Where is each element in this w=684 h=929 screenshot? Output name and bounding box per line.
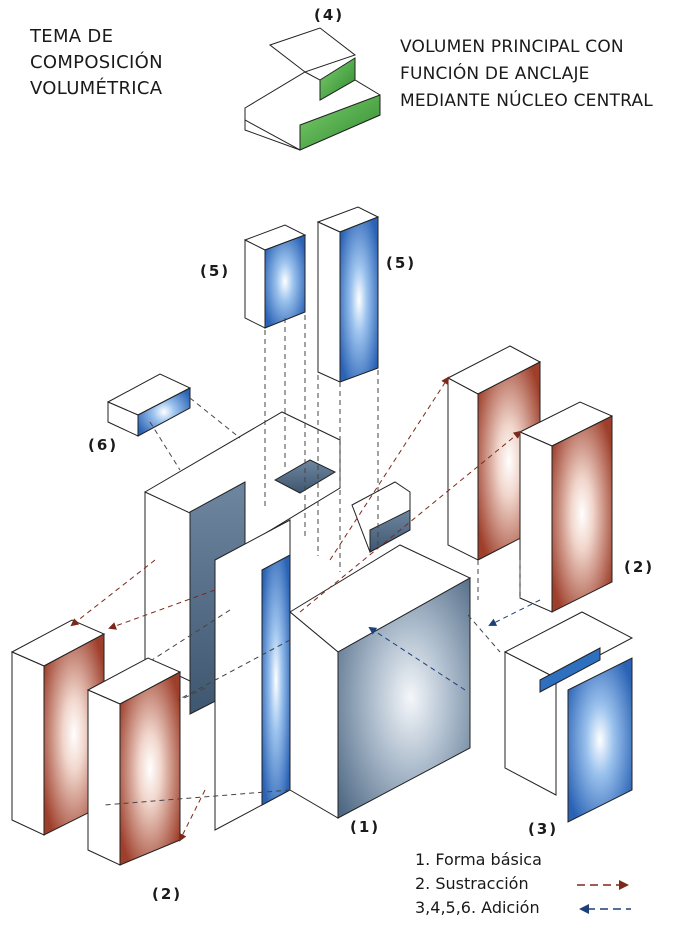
piece-2-right-front: [518, 401, 614, 613]
title-block: TEMA DE COMPOSICIÓN VOLUMÉTRICA: [30, 24, 163, 102]
title-line: TEMA DE: [30, 26, 114, 47]
central-core: [144, 411, 411, 831]
subtitle-line: FUNCIÓN DE ANCLAJE: [400, 64, 590, 84]
label-piece-5-left: (5): [200, 262, 231, 280]
legend: 1. Forma básica 2. Sustracción 3,4,5,6. …: [415, 848, 631, 920]
piece-5-left: [243, 224, 307, 329]
title-line: VOLUMÉTRICA: [30, 78, 163, 99]
label-piece-2-bottom: (2): [152, 885, 183, 903]
legend-label: 3,4,5,6. Adición: [415, 898, 540, 917]
label-piece-6: (6): [88, 436, 119, 454]
legend-item: 2. Sustracción: [415, 872, 629, 896]
subtitle-block: VOLUMEN PRINCIPAL CON FUNCIÓN DE ANCLAJE…: [400, 34, 653, 115]
label-piece-5-right: (5): [386, 254, 417, 272]
label-piece-2-right: (2): [624, 558, 655, 576]
legend-label: 2. Sustracción: [415, 874, 529, 893]
subtitle-line: VOLUMEN PRINCIPAL CON: [400, 37, 624, 57]
piece-1: [289, 544, 472, 819]
label-piece-1: (1): [350, 818, 381, 836]
piece-2-left-front: [86, 657, 182, 866]
legend-item: 3,4,5,6. Adición: [415, 896, 631, 920]
piece-3: [503, 611, 634, 823]
arrow-left-icon: [579, 904, 631, 914]
arrow-right-icon: [577, 880, 629, 890]
label-piece-3: (3): [528, 820, 559, 838]
connector-lines: [70, 315, 541, 842]
legend-item: 1. Forma básica: [415, 848, 542, 872]
piece-4: [244, 27, 381, 151]
piece-6: [106, 373, 192, 437]
legend-label: 1. Forma básica: [415, 850, 542, 869]
title-line: COMPOSICIÓN: [30, 52, 163, 73]
label-piece-4: (4): [314, 6, 345, 24]
piece-5-right: [316, 206, 380, 383]
subtitle-line: MEDIANTE NÚCLEO CENTRAL: [400, 91, 653, 111]
